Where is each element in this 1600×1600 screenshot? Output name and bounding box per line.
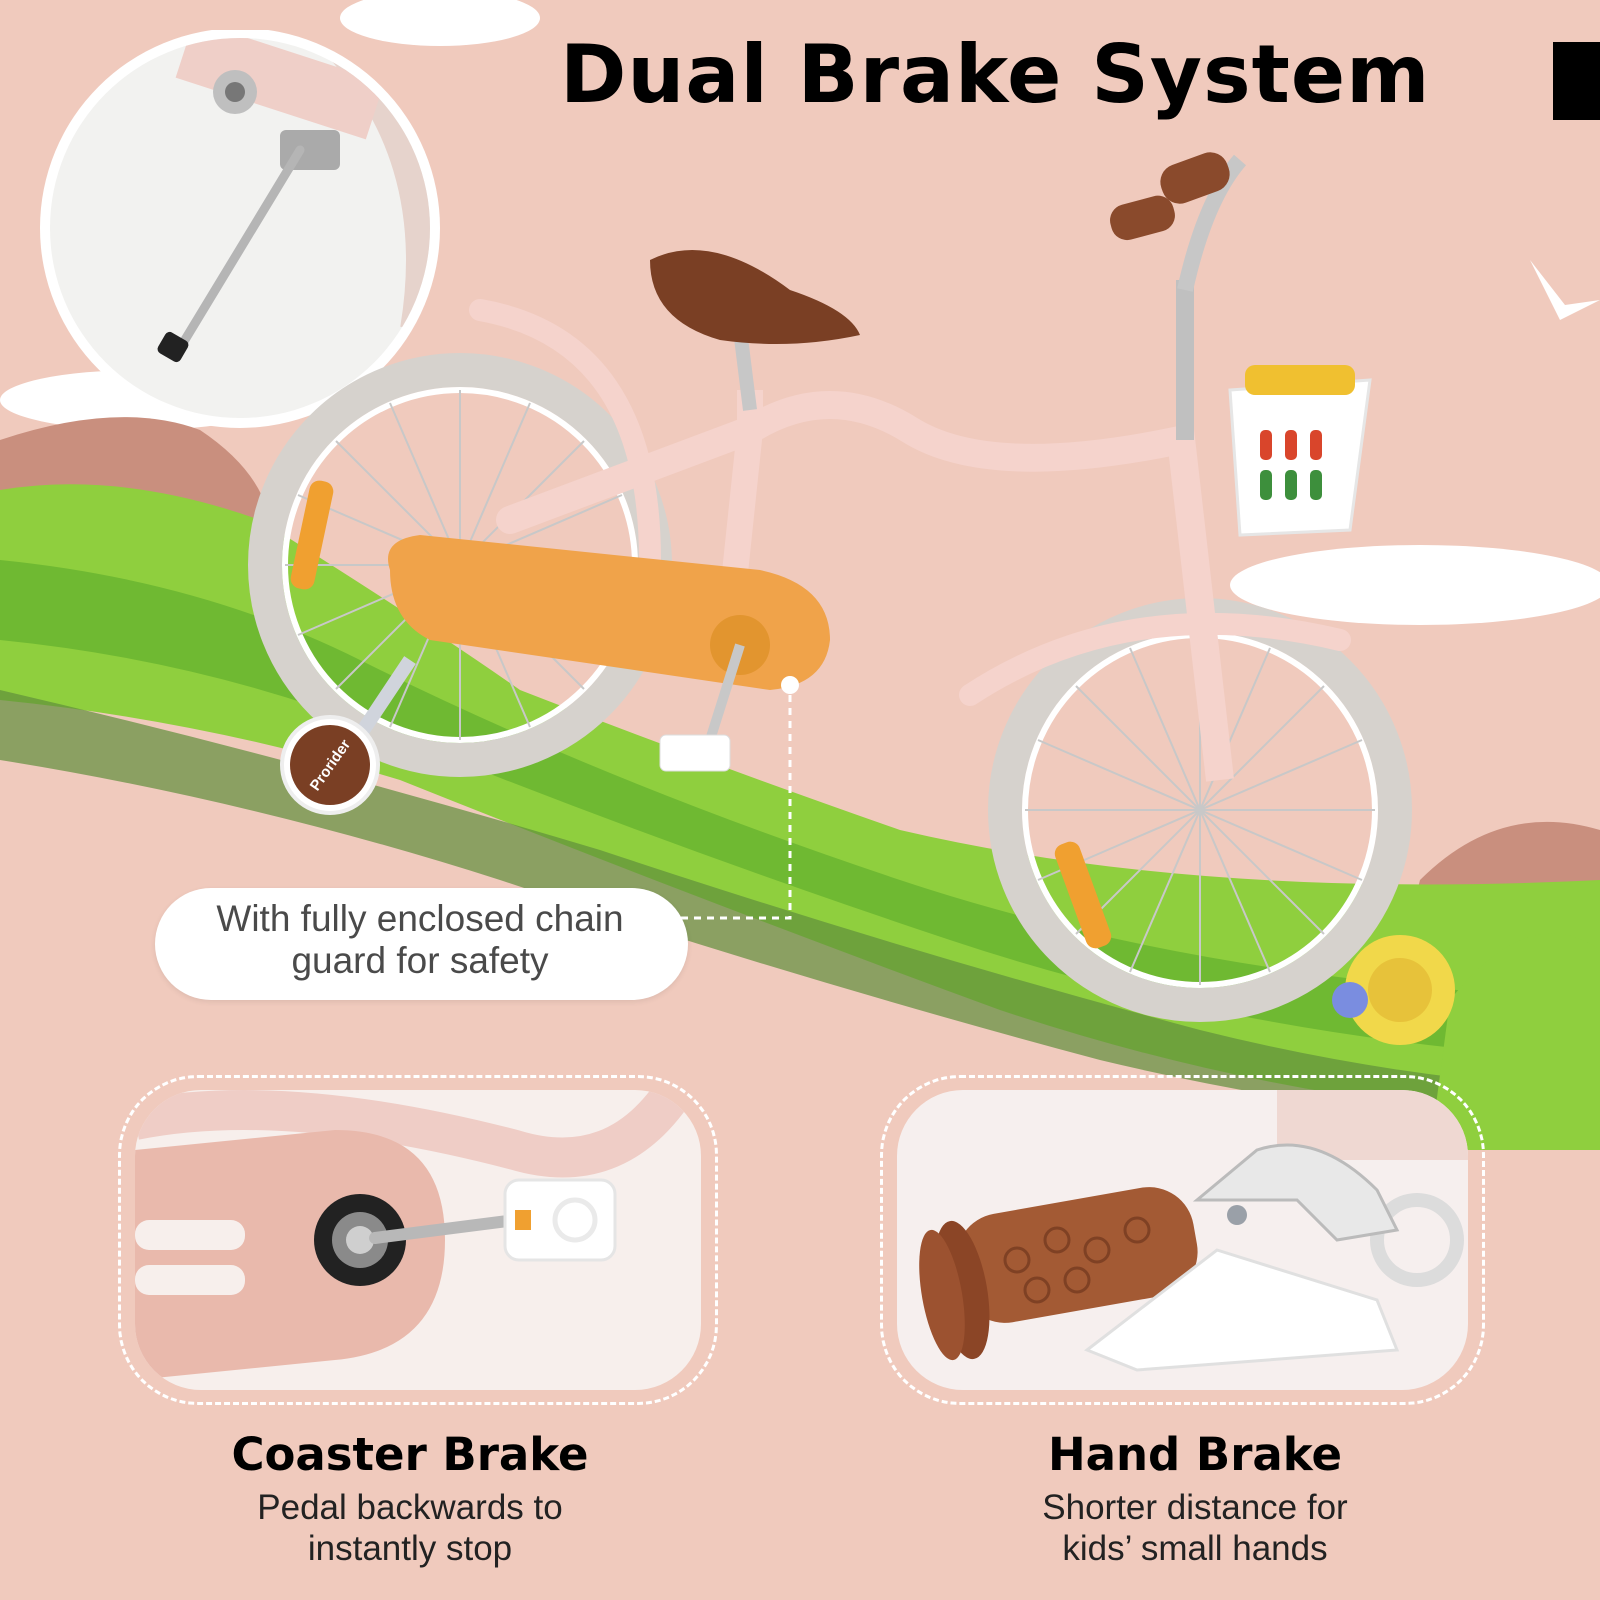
headline-title: Dual Brake System bbox=[560, 28, 1431, 121]
coaster-brake-photo bbox=[135, 1090, 701, 1390]
callout-line-2: guard for safety bbox=[291, 940, 549, 981]
hand-brake-photo bbox=[897, 1090, 1468, 1390]
hand-brake-frame bbox=[880, 1075, 1485, 1405]
hand-brake-title: Hand Brake bbox=[1047, 1428, 1343, 1481]
callout-bubble bbox=[155, 888, 688, 1000]
kickstand-photo bbox=[40, 30, 440, 428]
hand-brake-desc-line-2: kids’ small hands bbox=[1062, 1529, 1328, 1568]
coaster-brake-desc-line-1: Pedal backwards to bbox=[257, 1488, 563, 1527]
hand-brake-desc-line-1: Shorter distance for bbox=[1042, 1488, 1348, 1527]
hand-brake-desc: Shorter distance for kids’ small hands bbox=[900, 1487, 1490, 1569]
coaster-brake-title: Coaster Brake bbox=[231, 1428, 589, 1481]
coaster-brake-desc: Pedal backwards to instantly stop bbox=[110, 1487, 710, 1569]
headline-accent-bar bbox=[1553, 42, 1600, 120]
coaster-brake-desc-line-2: instantly stop bbox=[307, 1529, 513, 1568]
callout-line-1: With fully enclosed chain bbox=[216, 898, 624, 939]
bicycle-illustration: Prorider bbox=[248, 152, 1412, 1022]
callout-text: With fully enclosed chain guard for safe… bbox=[170, 898, 670, 982]
coaster-brake-frame bbox=[118, 1075, 718, 1405]
callout-leader-line bbox=[675, 695, 792, 920]
